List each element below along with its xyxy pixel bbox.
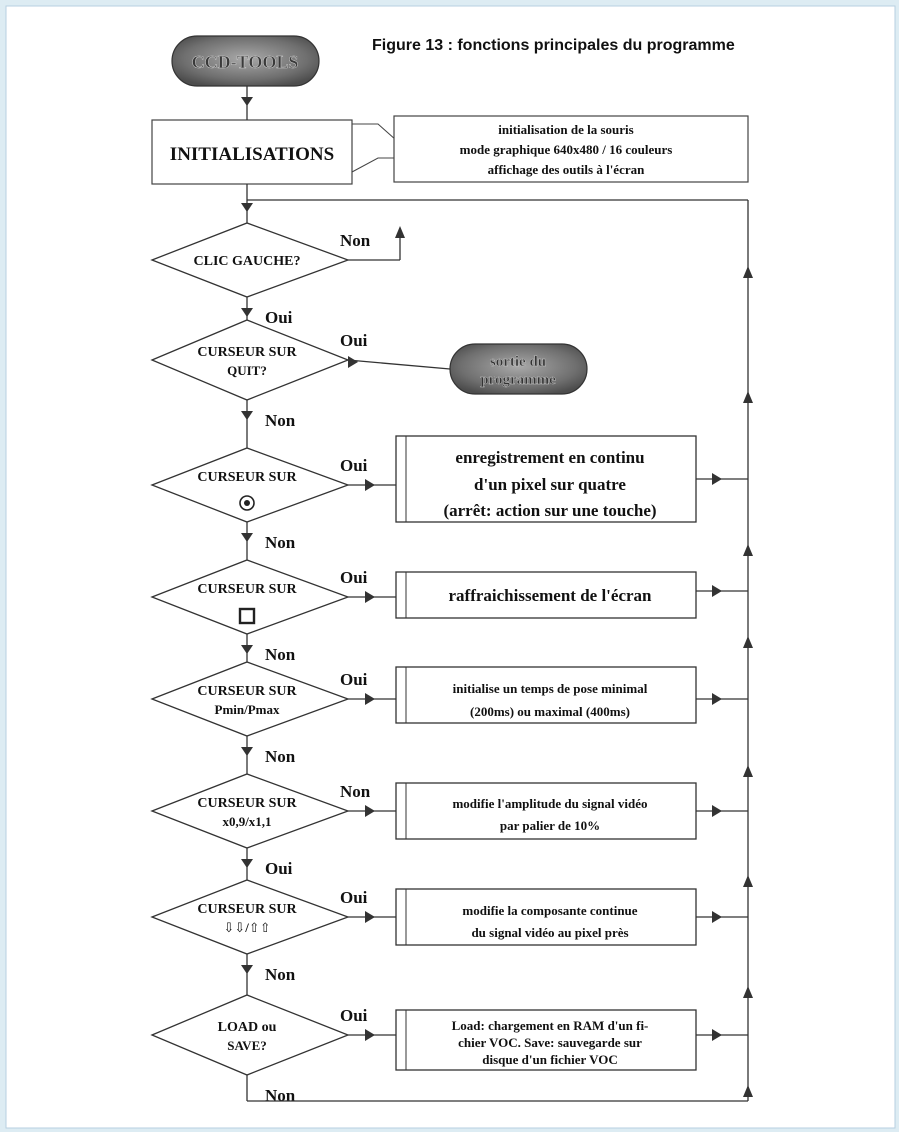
decision-side-label: Oui (340, 1006, 368, 1025)
action-box-2: raffraichissement de l'écran (395, 571, 697, 619)
decision-side-label: Oui (340, 568, 368, 587)
decision-sublabel: Pmin/Pmax (215, 702, 280, 717)
decision-down-label: Non (265, 965, 296, 984)
decision-label: CURSEUR SUR (197, 796, 297, 811)
init-box: INITIALISATIONS (151, 119, 353, 185)
init-note-line-2: mode graphique 640x480 / 16 couleurs (460, 142, 673, 157)
decision-down-label: Non (265, 533, 296, 552)
record-target-icon (239, 495, 255, 511)
action-box-5: modifie la composante continue du signal … (395, 888, 697, 946)
decision-down-label: Non (265, 747, 296, 766)
init-note-box: initialisation de la souris mode graphiq… (393, 115, 749, 183)
action-text-line: par palier de 10% (500, 818, 600, 833)
action-text-line: (arrêt: action sur une touche) (443, 501, 656, 520)
action-text-line: raffraichissement de l'écran (449, 586, 653, 605)
action-text-line: disque d'un fichier VOC (482, 1052, 617, 1067)
decision-label: LOAD ou (218, 1020, 277, 1035)
action-text-line: chier VOC. Save: sauvegarde sur (458, 1035, 642, 1050)
decision-sublabel: ⇩⇩/⇧⇧ (223, 920, 270, 935)
arrowhead-right (348, 356, 358, 368)
action-text-line: enregistrement en continu (455, 448, 644, 467)
decision-label: CLIC GAUCHE? (194, 254, 301, 269)
decision-label: CURSEUR SUR (197, 582, 297, 597)
exit-node-line-1: sortie du (490, 354, 546, 370)
init-note-line-1: initialisation de la souris (498, 122, 633, 137)
decision-down-label: Oui (265, 308, 293, 327)
decision-side-label: Oui (340, 888, 368, 907)
decision-down-label: Non (265, 645, 296, 664)
action-text-line: initialise un temps de pose minimal (453, 681, 648, 696)
action-box-3: initialise un temps de pose minimal (200m… (395, 666, 697, 724)
action-text-line: du signal vidéo au pixel près (471, 925, 628, 940)
action-text-line: (200ms) ou maximal (400ms) (470, 704, 630, 719)
decision-side-label: Oui (340, 331, 368, 350)
decision-down-label: Oui (265, 859, 293, 878)
decision-label: CURSEUR SUR (197, 684, 297, 699)
action-box-1: enregistrement en continu d'un pixel sur … (395, 435, 697, 523)
exit-node-line-2: programme (480, 372, 556, 388)
decision-label: CURSEUR SUR (197, 345, 297, 360)
decision-side-label: Oui (340, 670, 368, 689)
action-box-4: modifie l'amplitude du signal vidéo par p… (395, 782, 697, 840)
action-box-6: Load: chargement en RAM d'un fi-chier VO… (395, 1009, 697, 1071)
decision-down-label: Non (265, 411, 296, 430)
decision-sublabel: QUIT? (227, 363, 267, 378)
action-text-line: d'un pixel sur quatre (474, 475, 626, 494)
action-text-line: modifie la composante continue (462, 903, 637, 918)
decision-side-label: Oui (340, 456, 368, 475)
decision-label: CURSEUR SUR (197, 902, 297, 917)
figure-title: Figure 13 : fonctions principales du pro… (372, 37, 735, 54)
decision-side-label: Non (340, 782, 371, 801)
decision-down-label: Non (265, 1086, 296, 1105)
decision-label: CURSEUR SUR (197, 470, 297, 485)
square-icon (238, 607, 256, 625)
init-callout-connector (351, 123, 397, 173)
action-text-line: modifie l'amplitude du signal vidéo (452, 796, 647, 811)
decision-side-label: Non (340, 231, 371, 250)
decision-sublabel: SAVE? (227, 1038, 267, 1053)
start-node: CCD-TOOLS (171, 35, 320, 87)
decision-sublabel: x0,9/x1,1 (222, 814, 271, 829)
start-node-label: CCD-TOOLS (192, 52, 299, 72)
exit-node: sortie du programme (449, 343, 588, 395)
action-text-line: Load: chargement en RAM d'un fi- (452, 1018, 649, 1033)
init-note-line-3: affichage des outils à l'écran (488, 162, 645, 177)
init-label: INITIALISATIONS (170, 144, 334, 165)
